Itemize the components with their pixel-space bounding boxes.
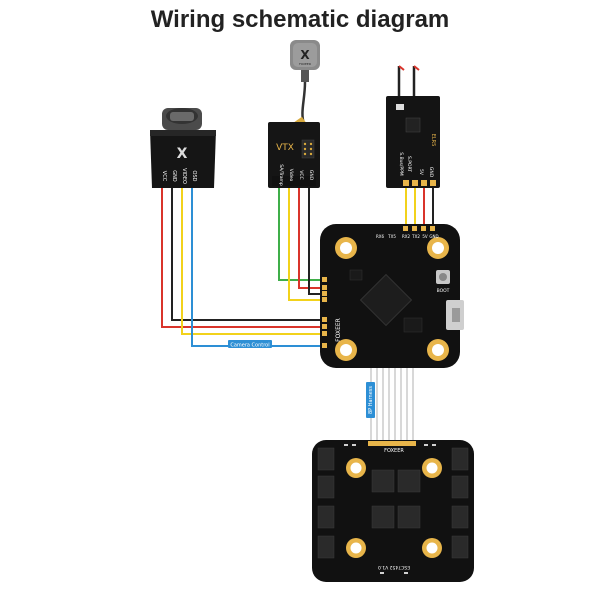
- camera-logo-icon: X: [177, 146, 188, 162]
- fc-top-pad-rx6: RX6: [376, 234, 385, 239]
- fc-top-pad-rx2: RX2: [402, 234, 411, 239]
- rx-pin-sbus: S.Bus/PPM: [398, 152, 404, 176]
- fc-top-pad-tx5: TX5: [387, 234, 396, 239]
- camera-osd-wire: [191, 186, 322, 347]
- camera-pin-video: VIDEO: [181, 168, 187, 184]
- flight-controller: BOOT FOXEER RX6 TX5 RX2 TX2 5V GND: [320, 224, 464, 368]
- vtx-antenna: X FOXEER: [290, 40, 320, 138]
- rx-pin-gnd: GND: [428, 167, 434, 178]
- camera-gnd-wire: [171, 186, 322, 321]
- esc-model: ESC7452 V1.0: [378, 564, 410, 570]
- esc-mosfets: [317, 447, 469, 559]
- esc-mount-holes: [346, 458, 442, 558]
- esc-brand: FOXEER: [384, 448, 404, 454]
- antenna-brand: FOXEER: [299, 62, 311, 66]
- rx-pin-5v: 5V: [418, 169, 424, 176]
- fc-mount-holes: [335, 237, 449, 361]
- fc-top-pads: [403, 226, 435, 231]
- camera-pin-osd: OSD: [191, 171, 197, 182]
- vtx-pin-sa: SA/Tramp: [278, 164, 284, 186]
- vtx-pin-video: Video: [288, 169, 294, 182]
- fc-top-pad-tx2: TX2: [411, 234, 420, 239]
- vtx-sa-wire: [278, 188, 322, 281]
- harness-label: 8P Harness: [368, 386, 374, 414]
- vtx-module: VTX SA/Tramp Video VCC GND: [268, 122, 320, 188]
- harness-tag: 8P Harness: [366, 382, 375, 418]
- camera-pin-gnd: GND: [171, 170, 177, 182]
- page-title: Wiring schematic diagram: [150, 6, 450, 33]
- vtx-gnd-wire: [308, 188, 322, 295]
- rx-pin-sport: S.PORT: [406, 156, 412, 172]
- esc-board: FOXEER ESC7452 V1.0: [312, 440, 474, 582]
- receiver-module: ELRS S.Bus/PPM S.PORT 5V GND: [386, 65, 440, 188]
- camera-video-wire: [181, 186, 322, 335]
- fc-top-pad-5v: 5V: [422, 234, 428, 239]
- vtx-pin-gnd: GND: [308, 170, 314, 181]
- fc-boot-label: BOOT: [437, 288, 450, 294]
- vtx-vcc-wire: [298, 188, 322, 289]
- camera-vcc-wire: [161, 186, 322, 328]
- receiver-brand: ELRS: [430, 134, 436, 147]
- vtx-pin-vcc: VCC: [298, 170, 304, 179]
- harness-wires: [370, 366, 414, 440]
- fc-brand: FOXEER: [335, 318, 342, 342]
- antenna-logo-icon: X: [300, 48, 310, 62]
- esc-pads: [368, 441, 416, 446]
- fc-left-pads: [322, 277, 327, 348]
- vtx-video-wire: [288, 188, 322, 301]
- fpv-camera: X VCC GND VIDEO OSD: [150, 108, 216, 188]
- camera-pin-vcc: VCC: [161, 171, 167, 182]
- wires: [161, 186, 434, 440]
- fc-top-pad-gnd: GND: [429, 234, 438, 239]
- vtx-label: VTX: [276, 143, 294, 153]
- camera-control-label: Camera Control: [230, 343, 269, 349]
- camera-control-tag: Camera Control: [228, 340, 272, 349]
